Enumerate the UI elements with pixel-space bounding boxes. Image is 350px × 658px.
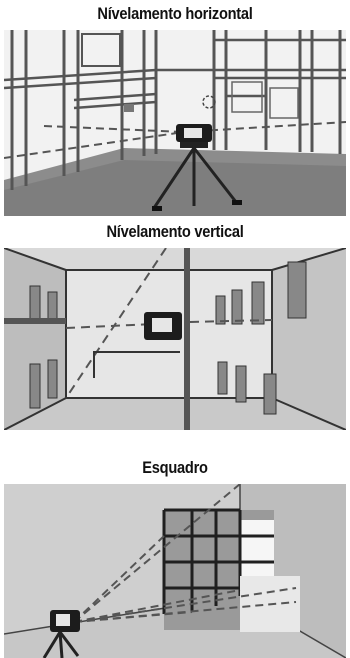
illustration-vertical-leveling [4,248,346,430]
illustration-horizontal-leveling [4,30,346,216]
title-square: Esquadro [142,458,208,477]
illustration-square [4,484,346,658]
title-vertical-leveling: Nívelamento vertical [106,222,244,241]
title-horizontal-leveling: Nívelamento horizontal [97,4,253,23]
